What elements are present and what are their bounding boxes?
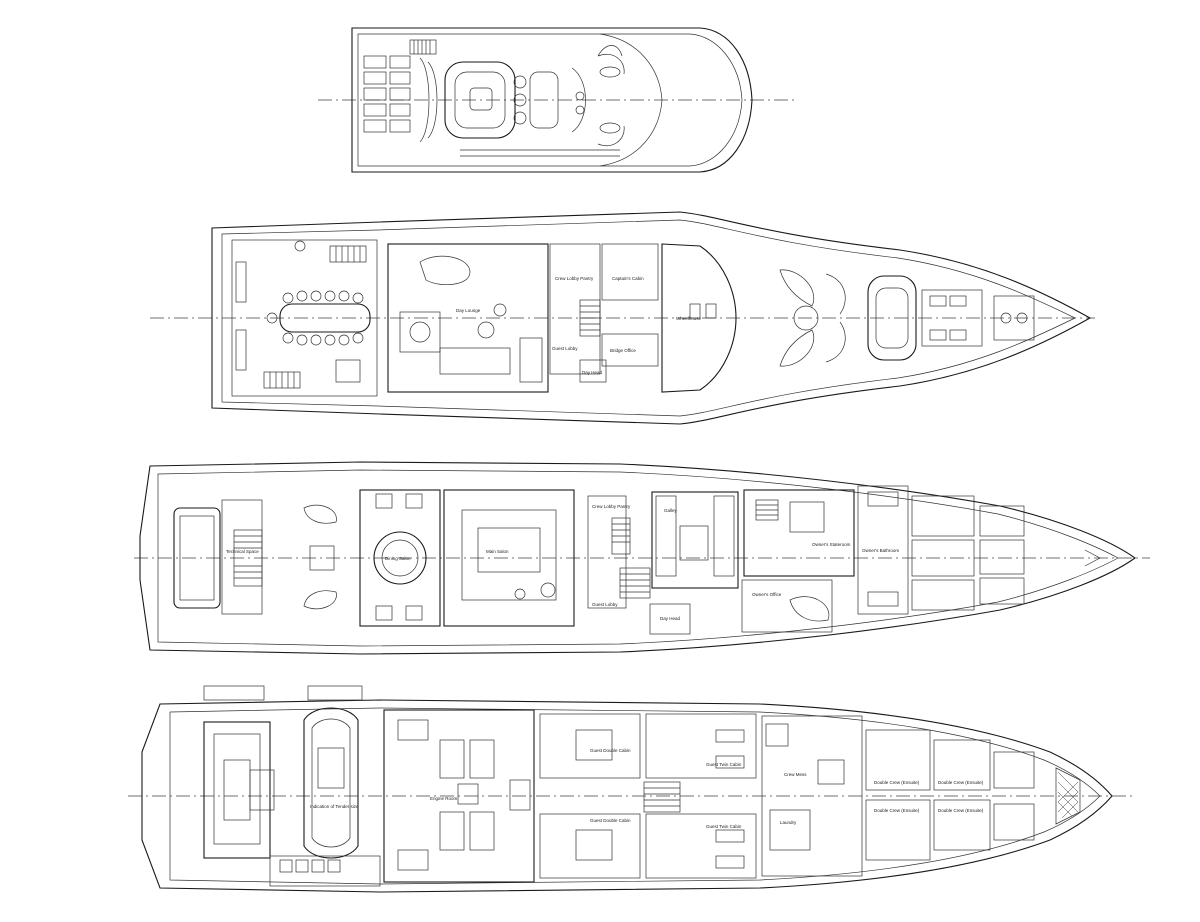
wheelhouse xyxy=(661,243,737,393)
label-technical-space: Technical Space xyxy=(226,549,259,554)
label-captains-cabin: Captain's Cabin xyxy=(612,276,644,281)
label-guest-lobby-main: Guest Lobby xyxy=(592,602,618,607)
main-salon xyxy=(443,489,575,627)
label-guest-twin-cabin-1: Guest Twin Cabin xyxy=(706,762,742,767)
sun-deck-outline xyxy=(351,27,753,173)
main-aft-settee xyxy=(173,507,221,609)
lower-deck-outline xyxy=(141,699,1113,893)
label-double-crew-1: Double Crew (Ensuite) xyxy=(874,780,920,785)
main-deck-plan: Technical Space Dining Salon Main Salon … xyxy=(134,461,1150,655)
label-day-head: Day Head xyxy=(582,370,603,375)
label-tender-size: Indication of Tender size xyxy=(310,804,359,809)
sun-loungers xyxy=(363,55,411,133)
dining-salon xyxy=(359,489,441,627)
day-lounge xyxy=(387,243,549,393)
label-double-crew-2: Double Crew (Ensuite) xyxy=(874,808,920,813)
main-deck-outline xyxy=(139,461,1136,655)
label-crew-mess: Crew Mess xyxy=(784,772,807,777)
sun-deck-plan xyxy=(318,27,795,173)
lower-deck-plan: Indication of Tender size Engine Room Gu… xyxy=(128,685,1135,893)
sun-deck-stairs xyxy=(409,39,623,57)
label-dining-salon: Dining Salon xyxy=(385,556,411,561)
label-double-crew-3: Double Crew (Ensuite) xyxy=(938,780,984,785)
label-wheelhouse: Wheelhouse xyxy=(676,316,702,321)
galley xyxy=(651,491,739,589)
bridge-aft-dining xyxy=(266,290,371,346)
tender xyxy=(303,707,359,859)
label-owners-bathroom: Owner's Bathroom xyxy=(862,548,899,553)
bridge-deck-plan: Day Lounge Crew Lobby Pantry Guest Lobby… xyxy=(150,211,1095,425)
label-guest-twin-cabin-2: Guest Twin Cabin xyxy=(706,824,742,829)
label-owners-stateroom: Owner's Stateroom xyxy=(812,542,851,547)
label-bridge-office: Bridge Office xyxy=(610,348,636,353)
engine-room xyxy=(383,709,535,883)
label-crew-lobby: Crew Lobby Pantry xyxy=(555,276,594,281)
sun-deck-bar xyxy=(444,61,559,139)
label-main-salon: Main Salon xyxy=(486,549,509,554)
label-guest-double-cabin-1: Guest Double Cabin xyxy=(590,748,631,753)
label-day-head-main: Day Head xyxy=(660,616,681,621)
beach-club xyxy=(203,721,271,859)
label-laundry: Laundry xyxy=(780,820,797,825)
label-guest-lobby: Guest Lobby xyxy=(552,346,578,351)
chain-locker xyxy=(1055,767,1081,825)
label-owners-office: Owner's Office xyxy=(752,592,782,597)
owners-stateroom xyxy=(743,489,855,577)
label-galley: Galley xyxy=(664,508,678,513)
label-guest-double-cabin-2: Guest Double Cabin xyxy=(590,818,631,823)
bridge-deck-outline xyxy=(211,211,1092,425)
label-day-lounge: Day Lounge xyxy=(456,308,481,313)
label-engine-room: Engine Room xyxy=(430,796,458,801)
bridge-foredeck xyxy=(779,269,1035,367)
label-crew-lobby-main: Crew Lobby Pantry xyxy=(592,504,631,509)
label-double-crew-4: Double Crew (Ensuite) xyxy=(938,808,984,813)
